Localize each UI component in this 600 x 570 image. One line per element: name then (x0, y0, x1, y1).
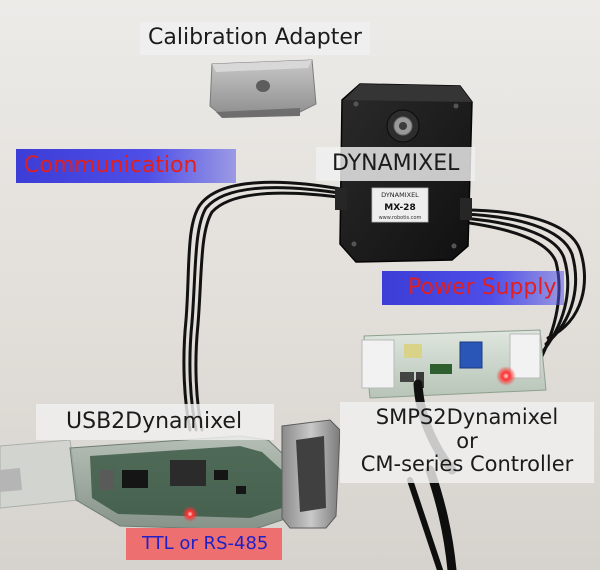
calibration-adapter-label: Calibration Adapter (140, 22, 370, 55)
usb-led (182, 506, 198, 522)
power-supply-cable (460, 208, 586, 358)
power-supply-label: Power Supply (382, 271, 564, 305)
usb2dynamixel-photo (0, 419, 341, 531)
usb2dynamixel-label: USB2Dynamixel (36, 404, 274, 440)
communication-label: Communication (16, 149, 236, 183)
communication-cable (182, 180, 348, 432)
smps-label-line3: CM-series Controller (360, 452, 574, 477)
servo-brand-text: DYNAMIXEL (381, 191, 419, 199)
servo-url-text: www.robotis.com (379, 215, 422, 221)
ttl-rs485-label: TTL or RS-485 (126, 528, 282, 560)
smps-label-line2: or (456, 428, 478, 453)
smps-controller-label: SMPS2Dynamixel or CM-series Controller (340, 402, 594, 484)
smps-label-line1: SMPS2Dynamixel (375, 405, 559, 429)
servo-model-text: MX-28 (384, 203, 415, 213)
usb-plug (0, 468, 22, 492)
calibration-adapter-photo (209, 59, 317, 118)
dynamixel-label: DYNAMIXEL (316, 147, 476, 181)
dynamixel-servo-photo: DYNAMIXEL MX-28 www.robotis.com (335, 83, 473, 263)
smps-led (496, 366, 516, 386)
